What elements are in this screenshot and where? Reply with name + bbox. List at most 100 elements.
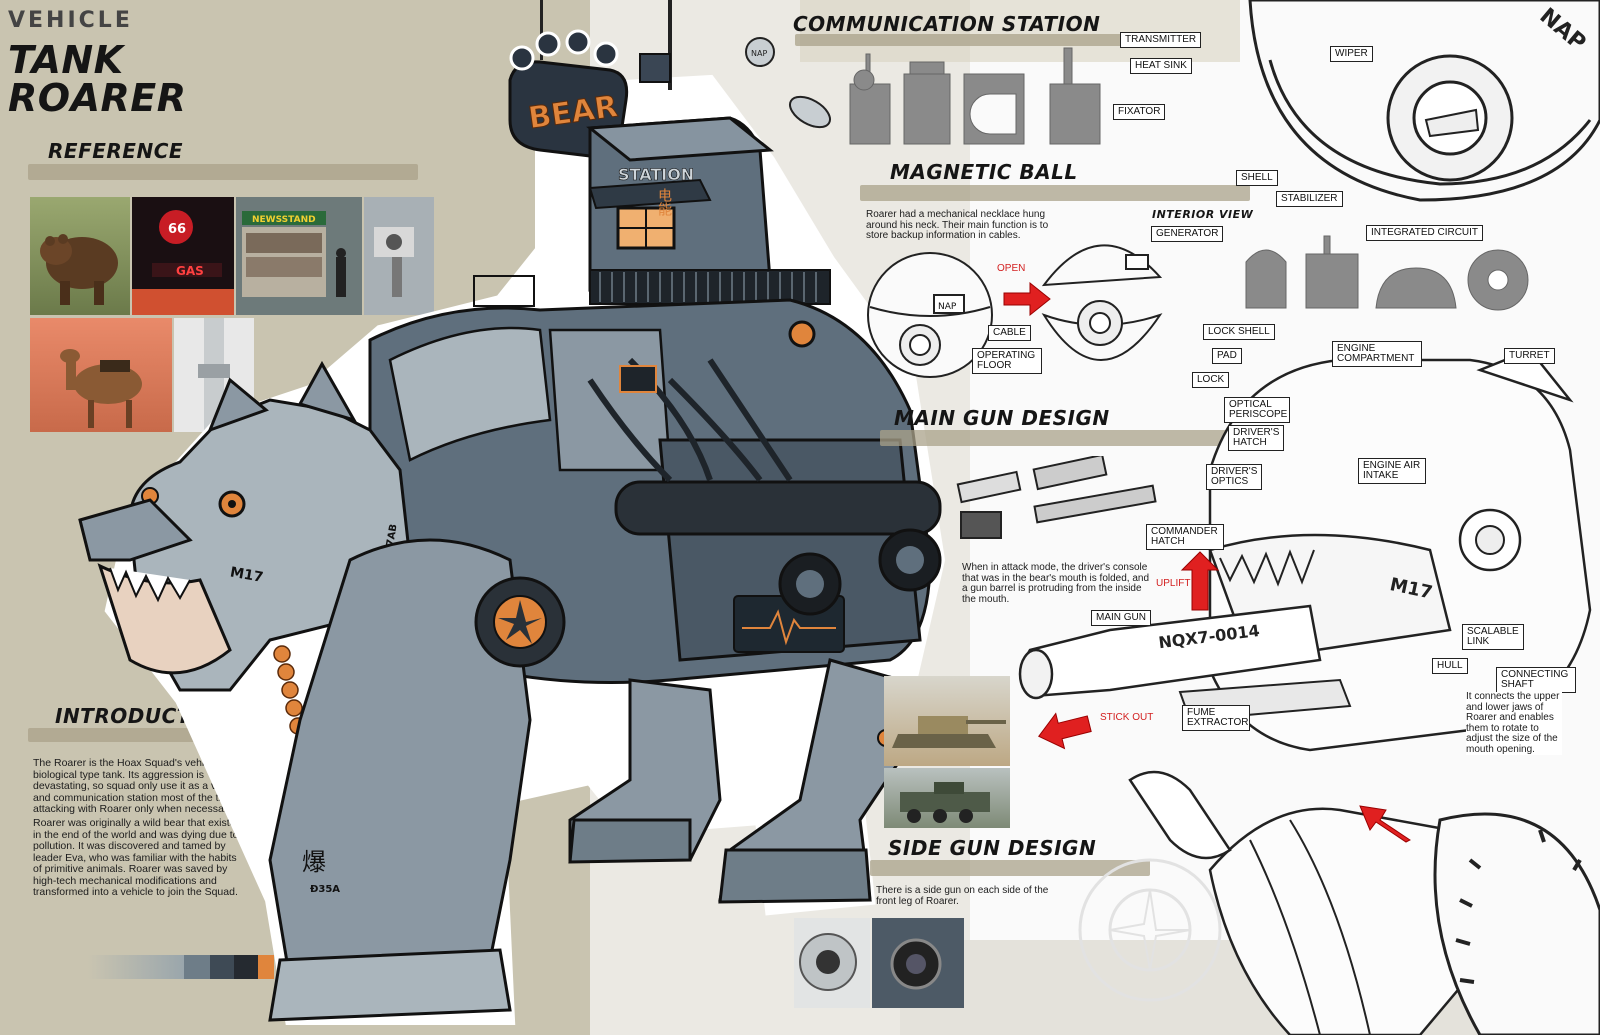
- comm-ball-wiper: [1424, 108, 1480, 138]
- arm-wheel-treads: [1455, 829, 1582, 984]
- bear-snout: [78, 498, 193, 562]
- newsstand-text: NEWSSTAND: [252, 215, 316, 225]
- label-main-gun: MAIN GUN: [1091, 610, 1151, 626]
- balcony-railing: [589, 269, 831, 305]
- gas-sign-text: GAS: [176, 264, 204, 278]
- label-cable: CABLE: [988, 325, 1031, 341]
- stick-out-arrow: [1038, 712, 1092, 750]
- n9-plate: [619, 365, 657, 393]
- ref-photo-side-gun-1: [794, 918, 870, 1008]
- cables: [587, 357, 793, 483]
- gun-part-2: [1032, 456, 1108, 491]
- silhouette-4: [1049, 47, 1101, 145]
- variant-4: [1467, 249, 1529, 311]
- introduction-paragraph-2: Roarer was originally a wild bear that e…: [33, 817, 242, 898]
- dian-neng-sign: 电能: [656, 188, 672, 217]
- satellite-dish-large: [789, 95, 831, 129]
- title-line-1: TANK: [8, 38, 124, 82]
- silhouette-3: [963, 73, 1025, 145]
- paw-toe-2: [535, 31, 561, 57]
- label-generator: GENERATOR: [1151, 226, 1224, 242]
- arm-claw: [1128, 770, 1232, 860]
- bear-pupil-right: [228, 500, 236, 508]
- bear-ear-right: [297, 360, 358, 423]
- orange-light: [788, 320, 816, 348]
- label-integrated-circuit: INTEGRATED CIRCUIT: [1366, 225, 1484, 241]
- gun-part-3: [960, 511, 1002, 539]
- label-scalable-link: SCALABLE LINK: [1462, 624, 1524, 650]
- station-roof: [586, 116, 774, 162]
- rear-foot-right: [718, 848, 872, 904]
- magnetic-ball-drawings: NAP: [867, 244, 1163, 378]
- closed-ball: [867, 252, 993, 378]
- label-drivers-hatch: DRIVER'S HATCH: [1228, 425, 1284, 451]
- variant-1: [1245, 249, 1287, 309]
- silhouette-1: [849, 53, 891, 145]
- tire-1-hub: [796, 570, 824, 598]
- satellite-dish-small: [745, 37, 775, 67]
- label-drivers-optics: DRIVER'S OPTICS: [1206, 464, 1262, 490]
- antenna-mast: [668, 0, 672, 90]
- variant-3: [1375, 267, 1457, 309]
- fan-blades: [498, 600, 542, 644]
- armor-plate-top: [388, 326, 552, 462]
- open-ball: [1041, 244, 1163, 361]
- station-sign-text: STATION: [618, 165, 694, 184]
- label-fume-extractor: FUME EXTRACTOR: [1182, 705, 1250, 731]
- side-gun-design-heading: SIDE GUN DESIGN: [888, 836, 1097, 860]
- head-teeth: [1219, 549, 1315, 587]
- heartbeat-line: [742, 609, 836, 646]
- gun-muzzle: [1018, 648, 1054, 700]
- front-foot: [268, 948, 512, 1022]
- arm-wheel: [1433, 812, 1600, 1035]
- label-operating-floor: OPERATING FLOOR: [972, 348, 1042, 374]
- side-gun-brush-underline: [870, 860, 1150, 876]
- head-joint-inner: [1475, 525, 1505, 555]
- main-gun-description: When in attack mode, the driver's consol…: [962, 562, 1150, 605]
- bear-teeth: [109, 567, 191, 603]
- dish-nap-text: NAP: [751, 49, 767, 58]
- palette-swatch-2: [184, 955, 210, 979]
- station-awning: [588, 178, 712, 210]
- interior-view-heading: INTERIOR VIEW: [1152, 208, 1254, 221]
- side-gun-arm-line-art: [1128, 770, 1600, 1035]
- label-transmitter: TRANSMITTER: [1120, 32, 1202, 48]
- label-fixator: FIXATOR: [1113, 104, 1166, 120]
- uplift-arrow: [1180, 551, 1220, 611]
- label-engine-air-intake: ENGINE AIR INTAKE: [1358, 458, 1426, 484]
- magnetic-ball-description: Roarer had a mechanical necklace hung ar…: [866, 209, 1049, 241]
- antenna-mast-2: [540, 0, 543, 60]
- label-connecting-shaft: CONNECTING SHAFT: [1496, 667, 1576, 693]
- ball-variant-silhouettes: [1245, 235, 1529, 311]
- communication-station-heading: COMMUNICATION STATION: [793, 12, 1101, 36]
- palette-swatch-4: [234, 955, 258, 979]
- closed-ball-nap: NAP: [938, 302, 957, 312]
- silhouette-2: [903, 61, 951, 145]
- railing-bars: [599, 272, 817, 302]
- open-arrow: [1003, 281, 1051, 317]
- main-gun-design-heading: MAIN GUN DESIGN: [894, 406, 1110, 430]
- label-turret: TURRET: [1504, 348, 1555, 364]
- color-palette: [88, 955, 274, 979]
- solar-panel: [639, 53, 671, 83]
- uplift-label: UPLIFT: [1156, 578, 1191, 589]
- d35a-marking: Ð35A: [310, 884, 340, 895]
- left-railing: [473, 275, 535, 307]
- tire-2-hub: [896, 546, 924, 574]
- cable-roll: [614, 480, 942, 536]
- arm-sleeve-rings: [1249, 819, 1371, 1035]
- variant-2: [1305, 235, 1359, 309]
- stick-out-label: STICK OUT: [1100, 712, 1154, 723]
- arm-direction-arrow: [1359, 805, 1411, 843]
- bear-tank-illustration: NAP BEAR STATION 电能: [78, 0, 946, 1025]
- ref-photo-abrams-tank: [884, 676, 1010, 766]
- label-commander-hatch: COMMANDER HATCH: [1146, 524, 1224, 550]
- introduction-heading: INTRODUCT: [55, 704, 191, 728]
- reference-heading: REFERENCE: [48, 139, 184, 163]
- palette-swatch-3: [210, 955, 234, 979]
- introduction-paragraph-1: The Roarer is the Hoax Squad's vehicle a…: [33, 757, 244, 815]
- gun-part-1: [956, 470, 1022, 504]
- paw-toe-3: [565, 29, 591, 55]
